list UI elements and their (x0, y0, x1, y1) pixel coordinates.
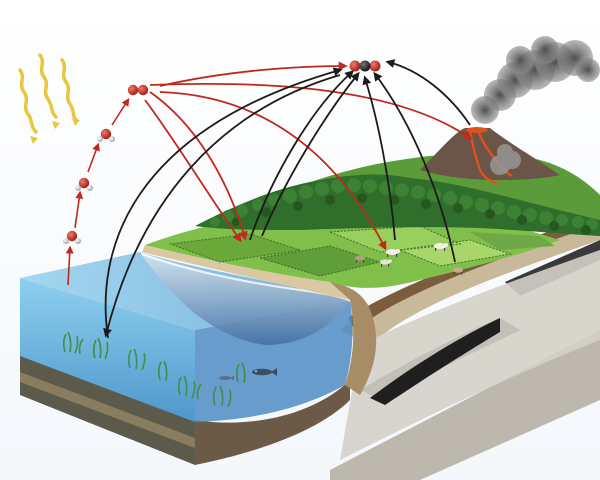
volcano-icon (420, 36, 600, 186)
arrow-forest-to-atmosphere-2 (261, 71, 360, 237)
geological-layers (330, 214, 600, 480)
breaking-wave (140, 252, 350, 345)
grazing-animal-icon (434, 243, 448, 251)
sun-rays-icon (18, 53, 78, 134)
fish-icon (252, 368, 277, 376)
field-patch (470, 232, 555, 250)
molecule-icon (97, 128, 115, 142)
sandstone-layer (340, 222, 600, 345)
dark-rock-lower (370, 318, 500, 405)
seafloor-band (20, 372, 195, 448)
arrow-o2-to-fields-2 (144, 99, 242, 243)
oxygen-release-arrows (103, 59, 473, 339)
field-patch (400, 240, 510, 266)
grazing-animal-icon (386, 249, 400, 257)
grazing-animal-icon (380, 259, 392, 267)
arrow-forest-to-atmosphere (249, 70, 355, 241)
coastal-cliff (330, 282, 377, 395)
field-patch (170, 234, 300, 262)
grazing-animal-icon (453, 267, 463, 275)
sediment-front (195, 380, 350, 465)
seagrass (62, 331, 246, 408)
arrow-o2-to-farmland (159, 91, 387, 251)
arrow-ocean-to-atmosphere (104, 67, 343, 339)
sun-ray-arrowheads (30, 118, 80, 144)
tree-canopy (210, 178, 598, 230)
tree-canopy-dark (232, 193, 591, 235)
arrow-o2-to-fields (149, 91, 248, 241)
arrow-animals-to-atmosphere (373, 71, 456, 263)
fish-icon (219, 375, 234, 381)
arrow-volcano-to-atmosphere (385, 59, 471, 126)
arrow-co2-horizontal (159, 61, 348, 87)
photosynthesis-chain (65, 97, 130, 286)
molecule-icon (63, 230, 81, 244)
arrow-atmosphere-to-ocean (103, 74, 341, 338)
beach (142, 245, 350, 300)
grazing-animal-icon (355, 255, 365, 263)
molecule-icon (349, 60, 381, 72)
arrow-fields-to-atmosphere (362, 75, 396, 241)
ocean (20, 252, 353, 465)
right-side-face (340, 250, 600, 460)
molecule-icon (127, 84, 149, 96)
forest (195, 174, 600, 236)
smoke-plume (471, 36, 600, 124)
crater-glow (466, 127, 488, 133)
molecule-icon (75, 177, 93, 191)
steam-puff (490, 144, 521, 175)
